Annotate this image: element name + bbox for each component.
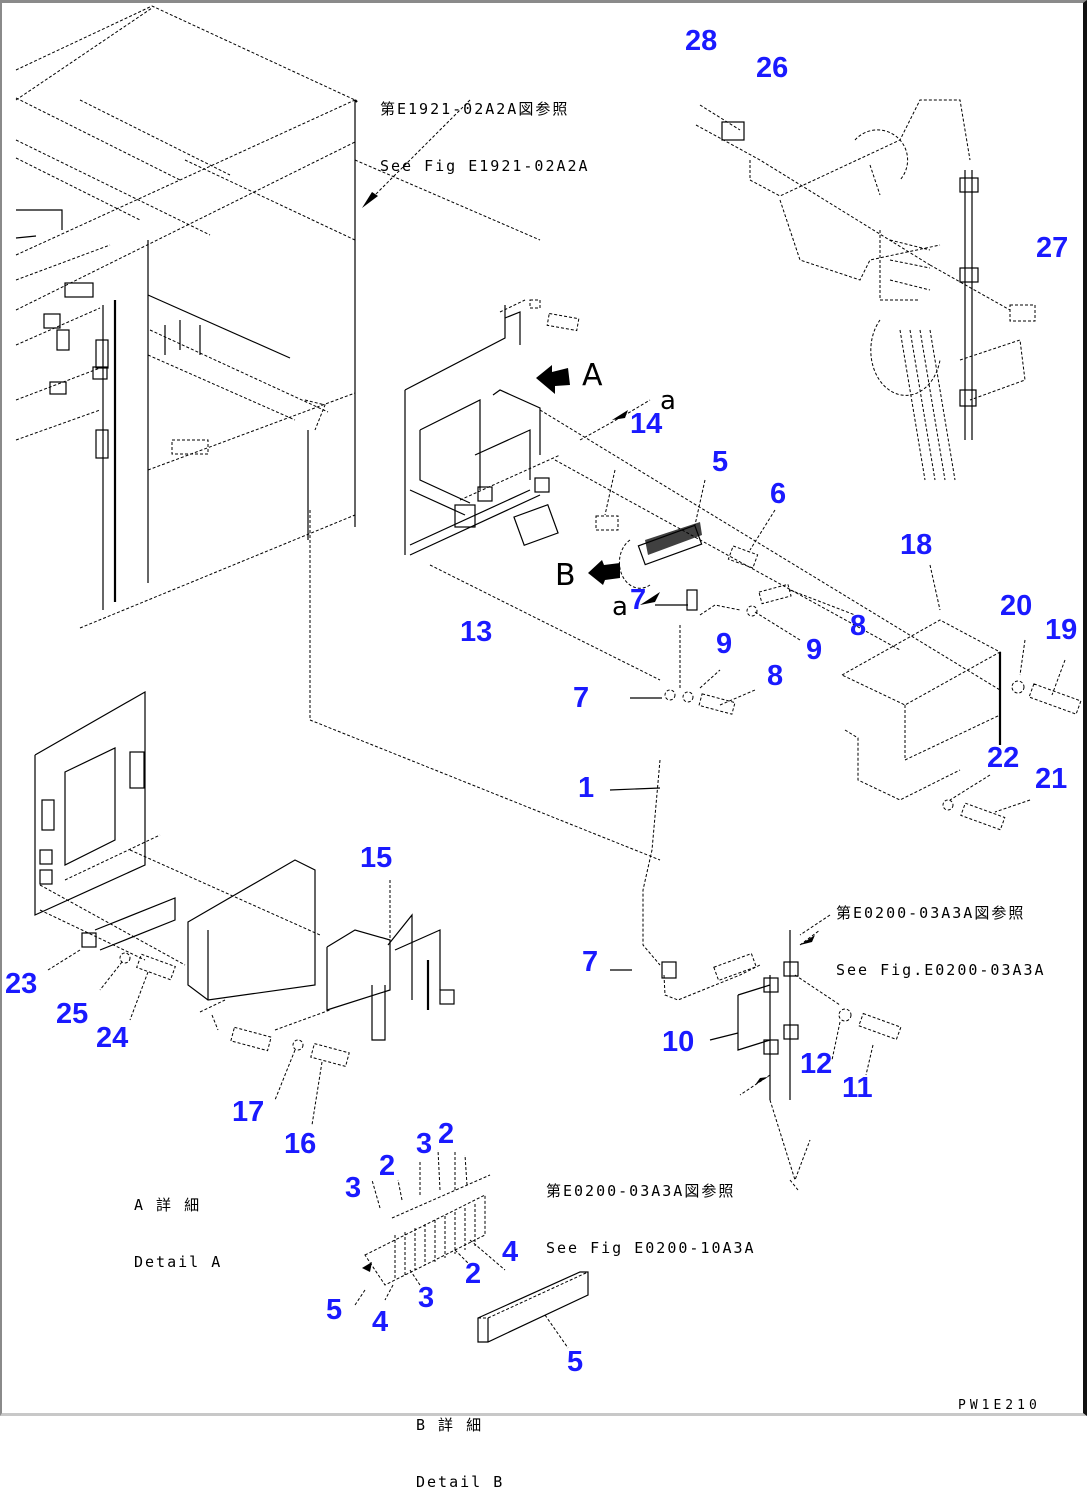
cabinet-frame bbox=[15, 5, 661, 861]
view-arrow-b bbox=[588, 560, 620, 585]
callout-2-middle: 2 bbox=[379, 1150, 396, 1182]
detail-a-drawing bbox=[34, 690, 455, 1126]
callout-10: 10 bbox=[662, 1026, 695, 1058]
detail-b-caption: B 詳 細 Detail B bbox=[416, 1378, 504, 1511]
view-arrow-a bbox=[536, 365, 570, 394]
callout-11: 11 bbox=[842, 1072, 873, 1104]
exploded-parts-drawing bbox=[15, 5, 1082, 1349]
bottom-reference-note-en: See Fig E0200-10A3A bbox=[546, 1239, 756, 1257]
section-arrow-a-bottom bbox=[640, 592, 660, 605]
callout-7-lower: 7 bbox=[582, 946, 599, 978]
section-arrow-a-top bbox=[579, 399, 651, 441]
callout-3-bottom: 3 bbox=[418, 1282, 435, 1314]
view-marker-b: B bbox=[555, 558, 576, 593]
callout-9-left: 9 bbox=[716, 628, 733, 660]
callout-5-bar: 5 bbox=[567, 1346, 584, 1378]
callout-28: 28 bbox=[685, 25, 718, 57]
callout-3-left: 3 bbox=[345, 1172, 362, 1204]
top-reference-note-jp: 第E1921-02A2A図参照 bbox=[380, 100, 570, 118]
callout-14: 14 bbox=[630, 408, 663, 440]
callout-24: 24 bbox=[96, 1022, 129, 1054]
callout-15: 15 bbox=[360, 842, 393, 874]
callout-5: 5 bbox=[712, 446, 729, 478]
callout-6: 6 bbox=[770, 478, 787, 510]
callout-19: 19 bbox=[1045, 614, 1078, 646]
section-marker-a-bottom: a bbox=[612, 592, 628, 622]
view-marker-a: A bbox=[582, 358, 603, 393]
callout-22: 22 bbox=[987, 742, 1020, 774]
top-reference-note-en: See Fig E1921-02A2A bbox=[380, 157, 590, 175]
bottom-reference-note-jp: 第E0200-03A3A図参照 bbox=[546, 1182, 736, 1200]
callout-27: 27 bbox=[1036, 232, 1069, 264]
callout-12: 12 bbox=[800, 1048, 833, 1080]
callout-17: 17 bbox=[232, 1096, 265, 1128]
callout-4-left: 4 bbox=[372, 1306, 389, 1338]
callout-25: 25 bbox=[56, 998, 89, 1030]
section-marker-a-top: a bbox=[660, 386, 676, 416]
right-reference-note-en: See Fig.E0200-03A3A bbox=[836, 961, 1046, 979]
harness-1-and-bracket-10 bbox=[609, 759, 902, 1191]
callout-9-right: 9 bbox=[806, 634, 823, 666]
main-bracket-assembly bbox=[404, 305, 1001, 691]
callout-8-lower: 8 bbox=[767, 660, 784, 692]
callout-8-upper: 8 bbox=[850, 610, 867, 642]
right-reference-note: 第E0200-03A3A図参照 See Fig.E0200-03A3A bbox=[836, 866, 1046, 999]
callout-13: 13 bbox=[460, 616, 493, 648]
callout-18: 18 bbox=[900, 529, 933, 561]
callout-23: 23 bbox=[5, 968, 38, 1000]
callout-20: 20 bbox=[1000, 590, 1033, 622]
callout-4-right: 4 bbox=[502, 1236, 519, 1268]
callout-7-upper: 7 bbox=[630, 584, 647, 616]
top-reference-note: 第E1921-02A2A図参照 See Fig E1921-02A2A bbox=[380, 62, 590, 195]
cover-18 bbox=[840, 564, 1082, 831]
callout-1: 1 bbox=[578, 772, 595, 804]
callout-2-top: 2 bbox=[438, 1118, 455, 1150]
detail-b-drawing bbox=[354, 1149, 589, 1349]
detail-b-caption-jp: B 詳 細 bbox=[416, 1416, 484, 1434]
right-reference-arrow bbox=[799, 914, 831, 936]
callout-16: 16 bbox=[284, 1128, 317, 1160]
callout-26: 26 bbox=[756, 52, 789, 84]
callout-5-left: 5 bbox=[326, 1294, 343, 1326]
callout-2-bottom: 2 bbox=[465, 1258, 482, 1290]
detail-b-caption-en: Detail B bbox=[416, 1473, 505, 1491]
callout-21: 21 bbox=[1035, 763, 1068, 795]
detail-a-caption-jp: A 詳 細 bbox=[134, 1196, 202, 1214]
drawing-frame bbox=[0, 0, 1087, 1416]
harness-clamp-assembly bbox=[695, 99, 1036, 481]
drawing-reference-code: PW1E210 bbox=[958, 1398, 1041, 1413]
top-reference-arrow bbox=[362, 99, 471, 208]
callout-7-middle: 7 bbox=[573, 682, 590, 714]
detail-a-caption: A 詳 細 Detail A bbox=[134, 1158, 222, 1291]
callout-3-top: 3 bbox=[416, 1128, 433, 1160]
right-reference-note-jp: 第E0200-03A3A図参照 bbox=[836, 904, 1026, 922]
detail-a-caption-en: Detail A bbox=[134, 1253, 223, 1271]
bottom-reference-note: 第E0200-03A3A図参照 See Fig E0200-10A3A bbox=[546, 1144, 756, 1277]
